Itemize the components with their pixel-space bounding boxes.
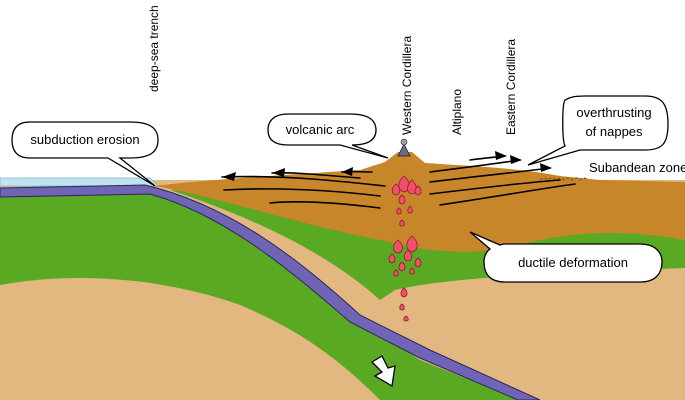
callout-overthrusting-text-line1: overthrusting: [576, 105, 651, 120]
thrust-faults-east: [429, 151, 576, 206]
label-eastern-cordillera: Eastern Cordillera: [504, 39, 518, 135]
callout-volcanic-arc: volcanic arc: [267, 113, 389, 159]
thrust-faults-west: [221, 167, 386, 209]
callout-ductile-deformation: ductile deformation: [469, 231, 663, 283]
label-subandean-zone: Subandean zone: [589, 160, 685, 175]
subduction-direction-arrow-icon: [370, 355, 396, 388]
subducting-slab: [0, 184, 541, 400]
sky: [0, 0, 685, 180]
mantle-wedge-tan: [0, 277, 380, 400]
label-western-cordillera: Western Cordillera: [400, 36, 414, 135]
subandean-folds: [539, 177, 589, 181]
label-deep-sea-trench: deep-sea trench: [147, 5, 161, 92]
volcano-plume: [400, 138, 408, 146]
callout-overthrusting-text-line2: of nappes: [585, 124, 643, 139]
magma-rising: [388, 175, 422, 322]
callout-subduction-erosion: subduction erosion: [11, 121, 159, 187]
callout-volcanic-arc-text: volcanic arc: [286, 122, 355, 137]
callout-overthrusting: overthrusting of nappes: [527, 95, 669, 166]
callout-ductile-deformation-text: ductile deformation: [518, 255, 628, 270]
volcano-icon: [397, 143, 411, 157]
label-altiplano: Altiplano: [450, 89, 464, 135]
callout-subduction-erosion-text: subduction erosion: [30, 132, 139, 147]
